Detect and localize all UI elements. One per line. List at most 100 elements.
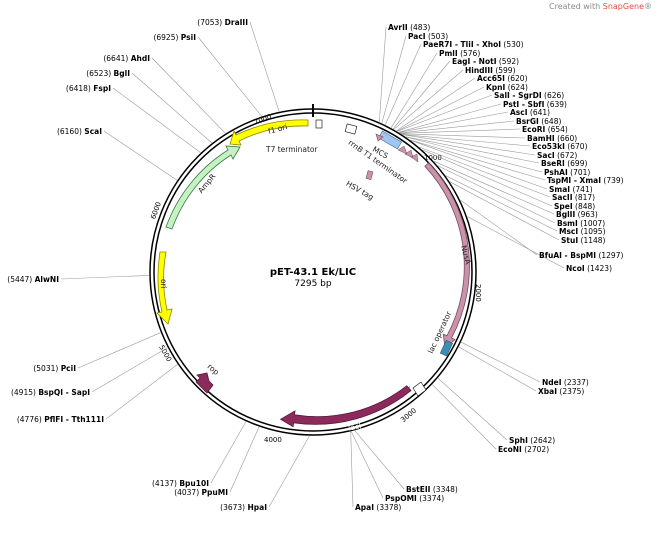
site-position: (6925): [153, 33, 178, 42]
hsv-tag-label: HSV tag: [345, 179, 376, 202]
ori-arrow: [156, 251, 173, 325]
site-position: (672): [557, 151, 577, 160]
site-leader-line: [402, 134, 531, 147]
site-name: PaeR7I - TliI - XhoI: [423, 40, 501, 49]
snapgene-credit: Created with SnapGene®: [549, 2, 652, 11]
site-position: (699): [567, 159, 587, 168]
plasmid-length: 7295 bp: [294, 279, 331, 289]
site-label: Eco53kI (670): [532, 142, 588, 151]
site-name: BsmI: [557, 219, 578, 228]
site-label: KpnI (624): [486, 83, 528, 92]
site-label: PacI (503): [408, 32, 448, 41]
site-leader-lines: [60, 21, 565, 508]
site-leader-line: [393, 69, 464, 130]
site-leader-line: [390, 52, 438, 128]
site-leader-line: [432, 384, 497, 450]
site-label: BsmI (1007): [557, 219, 605, 228]
site-leader-line: [398, 103, 502, 133]
tick-4000: 4000: [264, 436, 282, 444]
site-name: AscI: [510, 108, 528, 117]
site-leader-line: [112, 87, 201, 153]
site-name: AlwNI: [35, 275, 60, 284]
site-name: BfuAI - BspMI: [539, 251, 596, 260]
site-name: NcoI: [566, 264, 585, 273]
site-leader-line: [105, 364, 178, 420]
site-label: BfuAI - BspMI (1297): [539, 251, 623, 260]
site-name: SmaI: [549, 185, 570, 194]
site-label: (3673) HpaI: [220, 503, 267, 512]
credit-prefix: Created with: [549, 2, 603, 11]
site-name: Eco53kI: [532, 142, 565, 151]
t7-terminator-box: [315, 119, 323, 129]
site-name: SalI - SgrDI: [494, 91, 542, 100]
ori-label: ori: [159, 279, 168, 289]
site-leader-line: [410, 140, 548, 190]
site-label: Acc65I (620): [477, 74, 528, 83]
site-position: (576): [460, 49, 480, 58]
site-position: (2337): [564, 378, 589, 387]
site-position: (4137): [152, 479, 177, 488]
site-position: (624): [508, 83, 528, 92]
site-label: PmlI (576): [439, 49, 480, 58]
site-name: PspOMI: [385, 494, 417, 503]
site-name: EcoNI: [498, 445, 522, 454]
site-label: (4915) BspQI - SapI: [11, 388, 90, 397]
site-label: BstEII (3348): [406, 485, 458, 494]
site-label: SmaI (741): [549, 185, 593, 194]
site-position: (530): [503, 40, 523, 49]
site-position: (817): [575, 193, 595, 202]
site-leader-line: [458, 346, 537, 392]
site-name: SacI: [537, 151, 555, 160]
tick-2000: 2000: [474, 284, 482, 302]
site-label: (6523) BglI: [86, 69, 130, 78]
site-position: (6418): [66, 84, 91, 93]
site-position: (3378): [376, 503, 401, 512]
site-leader-line: [433, 161, 555, 215]
site-position: (592): [499, 57, 519, 66]
site-name: SacII: [552, 193, 573, 202]
site-label: EagI - NotI (592): [452, 57, 519, 66]
site-name: XbaI: [538, 387, 557, 396]
tick-5000: 5000: [157, 344, 173, 363]
site-label: BsrGI (648): [516, 117, 561, 126]
laci-label: lacI: [347, 421, 362, 433]
site-label: PaeR7I - TliI - XhoI (530): [423, 40, 524, 49]
site-leader-line: [410, 139, 546, 181]
site-position: (6523): [86, 69, 111, 78]
rop-arrow: [195, 372, 214, 394]
site-label: AvrII (483): [388, 23, 430, 32]
site-leader-line: [402, 134, 536, 156]
site-position: (741): [572, 185, 592, 194]
site-label: (4776) PflFI - Tth111I: [17, 415, 104, 424]
site-leader-line: [399, 120, 515, 134]
site-position: (599): [495, 66, 515, 75]
site-label: BseRI (699): [541, 159, 587, 168]
site-name: PshAI: [544, 168, 568, 177]
site-name: NdeI: [542, 378, 562, 387]
site-leader-line: [467, 216, 565, 269]
site-label: NdeI (2337): [542, 378, 589, 387]
site-leader-line: [437, 165, 556, 224]
site-leader-line: [396, 86, 485, 132]
site-position: (483): [410, 23, 430, 32]
site-label: SalI - SgrDI (626): [494, 91, 564, 100]
site-name: EagI - NotI: [452, 57, 497, 66]
site-label: EcoNI (2702): [498, 445, 549, 454]
site-position: (660): [557, 134, 577, 143]
t7-terminator-label: T7 terminator: [265, 145, 319, 154]
site-position: (1423): [587, 264, 612, 273]
site-position: (5031): [33, 364, 58, 373]
site-name: BstEII: [406, 485, 431, 494]
site-leader-line: [461, 341, 541, 383]
site-label: ApaI (3378): [355, 503, 401, 512]
site-name: KpnI: [486, 83, 506, 92]
site-leader-line: [396, 77, 476, 132]
site-label: (4137) Bpu10I: [152, 479, 209, 488]
site-leader-line: [229, 426, 260, 493]
site-label: (6925) PsiI: [153, 33, 196, 42]
site-leader-line: [351, 431, 384, 499]
site-name: StuI: [561, 236, 578, 245]
site-name: BseRI: [541, 159, 565, 168]
site-label: (5031) PciI: [33, 364, 76, 373]
site-position: (3348): [433, 485, 458, 494]
